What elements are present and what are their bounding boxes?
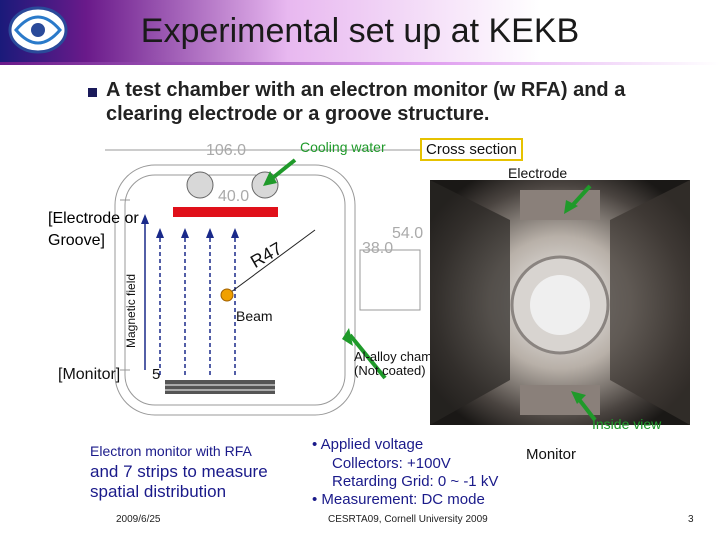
magnetic-field-label: Magnetic field [124,273,138,348]
inside-view-photo [430,180,690,425]
cross-section-label: Cross section [420,138,523,161]
monitor-desc-line3: spatial distribution [90,482,227,501]
kek-logo-icon [8,6,68,54]
spec-collectors: Collectors: +100V [332,455,451,472]
title-rule [0,62,720,65]
spec-item-applied-voltage: • Applied voltage [312,436,424,453]
monitor-bracket-label: [Monitor] [58,366,121,383]
cooling-water-label: Cooling water [300,139,386,155]
al-alloy-label: Al-alloy chamber (Not coated) [354,349,451,378]
title-band [0,0,720,62]
electrode-label: Electrode [508,165,568,181]
monitor-desc-line1: Electron monitor with RFA [90,443,252,459]
dimension-40-label: 40.0 [218,188,250,205]
dimension-54-label: 54.0 [392,225,424,242]
spec-retarding-grid: Retarding Grid: 0 ~ -1 kV [332,473,499,490]
monitor-label: Monitor [526,446,577,463]
beam-dot [220,288,234,302]
bullet-marker [88,88,97,97]
electrode-or-groove-label: [Electrode or Groove] [48,210,139,249]
chamber-drawing [105,149,421,416]
monitor-desc-line2: and 7 strips to measure [90,462,268,481]
footer-venue: CESRTA09, Cornell University 2009 [328,514,488,525]
spec-text: Measurement: DC mode [321,491,485,508]
dimension-5-label: 5 [152,366,161,383]
inside-view-label: Inside view [592,416,662,432]
spec-text: Applied voltage [320,436,424,453]
dimension-38-label: 38.0 [362,240,394,257]
bullet-text: A test chamber with an electron monitor … [106,79,626,125]
spec-item-measurement: • Measurement: DC mode [312,491,485,508]
page-title: Experimental set up at KEKB [140,12,580,50]
page-number: 3 [688,514,694,525]
electrode-bar [173,207,278,217]
beam-label: Beam [236,308,273,324]
dimension-106-label: 106.0 [206,142,247,159]
footer-date: 2009/6/25 [116,514,161,525]
